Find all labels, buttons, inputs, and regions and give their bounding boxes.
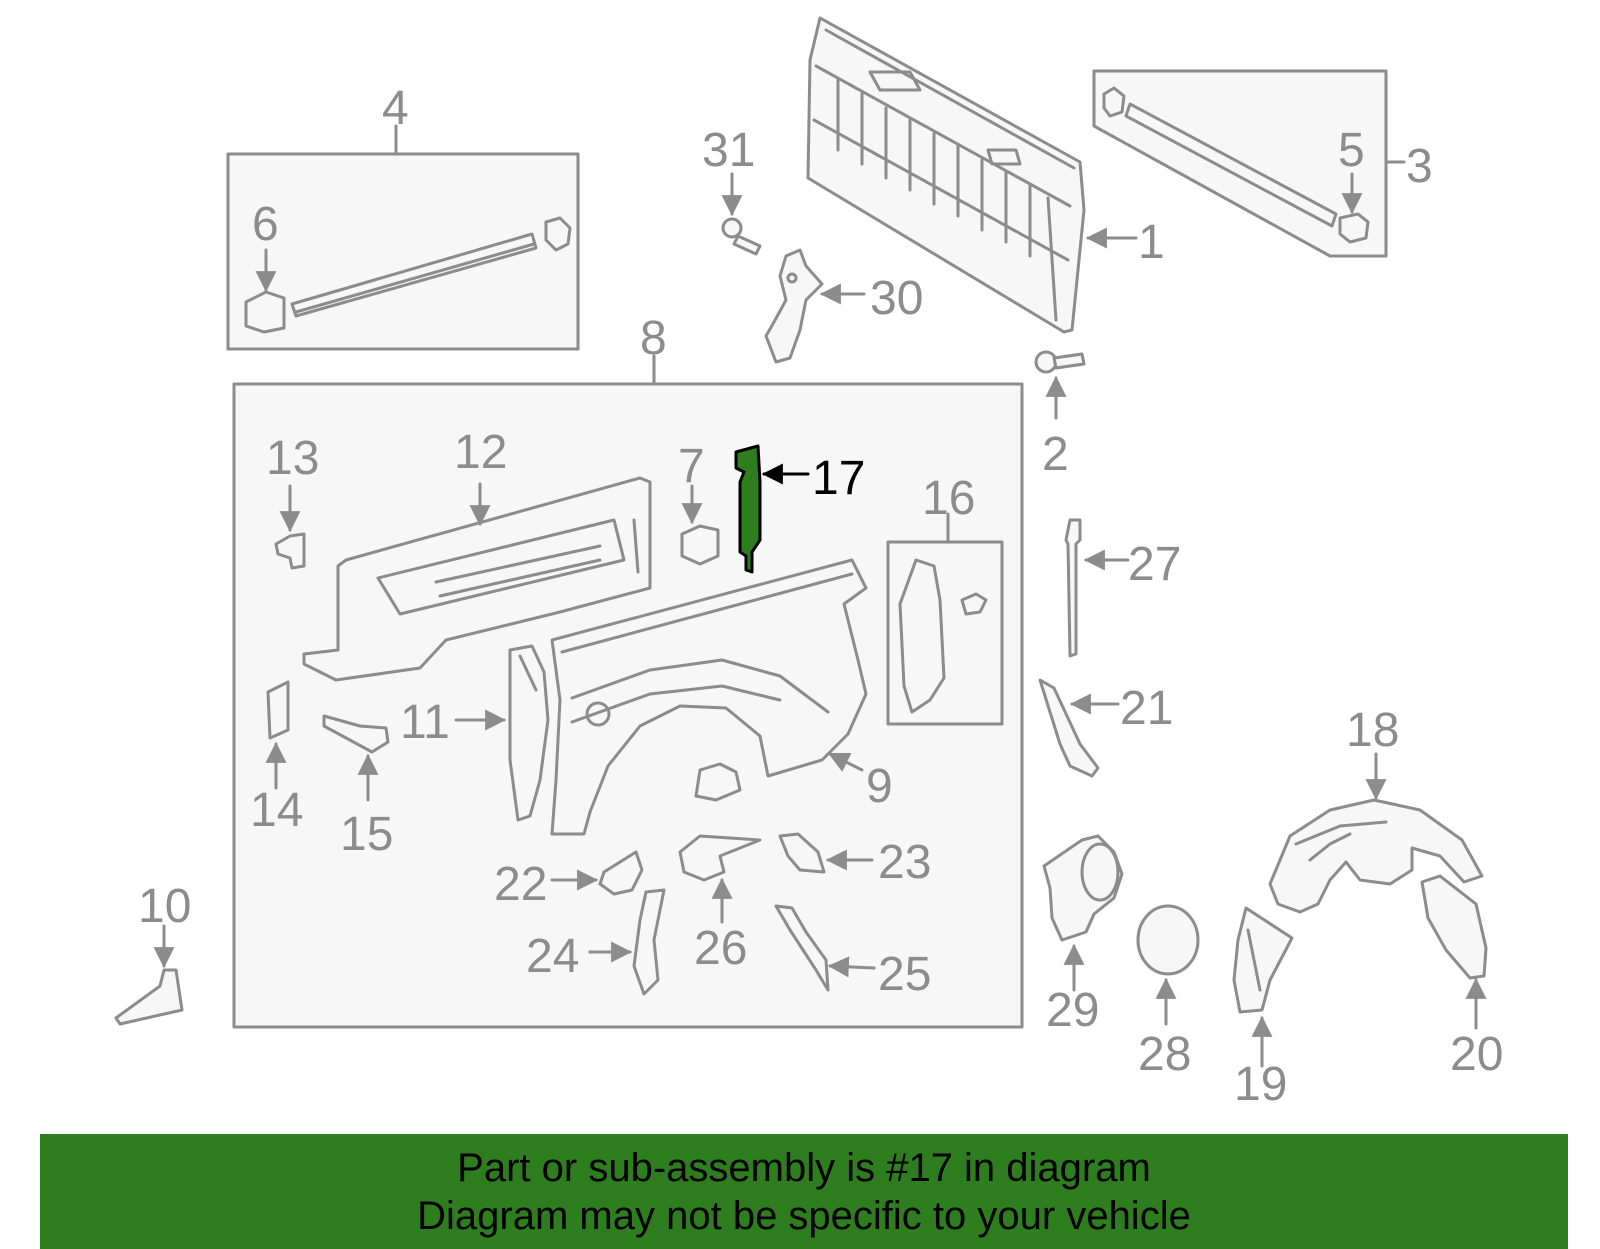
label-8: 8 (640, 312, 667, 365)
label-16: 16 (922, 472, 975, 525)
label-1: 1 (1138, 216, 1165, 269)
part-22-bracket[interactable] (598, 850, 644, 896)
label-11: 11 (400, 696, 450, 749)
part-12-inner-panel[interactable] (302, 476, 652, 682)
banner-line-disclaimer: Diagram may not be specific to your vehi… (417, 1194, 1191, 1238)
label-12: 12 (454, 426, 507, 479)
label-7: 7 (678, 440, 705, 493)
part-16-reinforcement[interactable] (898, 558, 988, 714)
part-15-bracket[interactable] (322, 714, 390, 754)
part-27-strut[interactable] (1064, 518, 1082, 658)
part-20-liner-piece[interactable] (1420, 874, 1488, 980)
label-10: 10 (138, 880, 191, 933)
part-28-fuel-door[interactable] (1136, 904, 1200, 976)
label-24: 24 (526, 930, 579, 983)
label-20: 20 (1450, 1028, 1503, 1081)
label-3: 3 (1406, 140, 1433, 193)
label-15: 15 (340, 808, 393, 861)
part-2-bolt[interactable] (1034, 350, 1086, 374)
part-30-hinge[interactable] (764, 248, 824, 364)
part-26-bracket[interactable] (678, 834, 762, 882)
label-31: 31 (702, 124, 755, 177)
label-28: 28 (1138, 1028, 1191, 1081)
part-3-rail[interactable] (1102, 86, 1338, 228)
part-14-bracket[interactable] (266, 680, 290, 740)
label-5: 5 (1338, 124, 1365, 177)
part-9-side-panel[interactable] (550, 558, 868, 836)
part-17-highlighted[interactable] (734, 444, 762, 574)
label-17: 17 (812, 452, 865, 505)
part-4-rail[interactable] (290, 232, 538, 318)
label-27: 27 (1128, 538, 1181, 591)
banner-line-part: Part or sub-assembly is #17 in diagram (457, 1146, 1151, 1190)
label-30: 30 (870, 272, 923, 325)
label-23: 23 (878, 836, 931, 889)
info-banner: Part or sub-assembly is #17 in diagram D… (40, 1134, 1568, 1249)
part-25-bracket[interactable] (774, 904, 830, 992)
label-13: 13 (266, 432, 319, 485)
part-19-liner-piece[interactable] (1232, 906, 1294, 1014)
part-23-bracket[interactable] (778, 832, 826, 874)
part-29-fuel-housing[interactable] (1042, 834, 1124, 942)
part-7-clip[interactable] (680, 524, 720, 566)
part-10-bracket[interactable] (114, 968, 184, 1026)
part-21-strip[interactable] (1038, 678, 1100, 778)
label-22: 22 (494, 858, 547, 911)
label-21: 21 (1120, 682, 1173, 735)
part-13-bracket[interactable] (274, 532, 306, 570)
part-6-end-cap[interactable] (244, 290, 286, 334)
label-19: 19 (1234, 1058, 1287, 1111)
label-25: 25 (878, 948, 931, 1001)
part-24-pillar[interactable] (632, 888, 666, 996)
label-2: 2 (1042, 428, 1069, 481)
label-4: 4 (382, 82, 409, 135)
label-6: 6 (252, 198, 279, 251)
part-11-pillar[interactable] (508, 644, 550, 822)
label-18: 18 (1346, 704, 1399, 757)
label-29: 29 (1046, 984, 1099, 1037)
label-9: 9 (866, 760, 893, 813)
part-31-bolt[interactable] (721, 217, 762, 256)
label-14: 14 (250, 784, 303, 837)
part-5-end-cap[interactable] (1338, 212, 1370, 244)
part-1-tailgate[interactable] (806, 16, 1086, 334)
label-26: 26 (694, 922, 747, 975)
